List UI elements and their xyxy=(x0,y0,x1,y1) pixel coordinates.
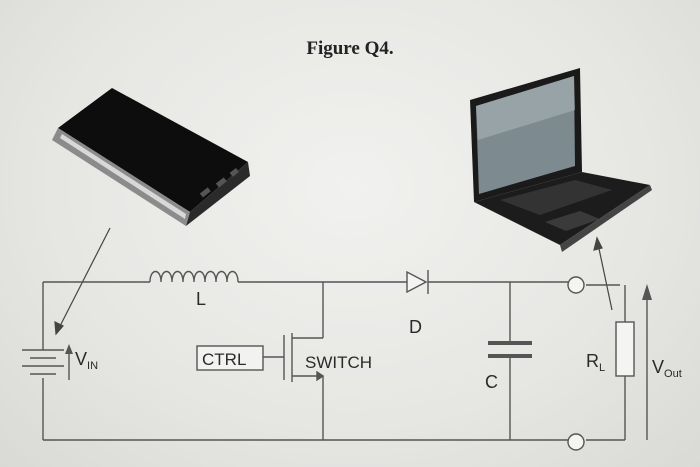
laptop-icon xyxy=(470,68,652,252)
vin-arrow xyxy=(65,344,73,380)
capacitor-label: C xyxy=(485,372,498,392)
ctrl-box xyxy=(196,345,264,371)
figure-title: Figure Q4. xyxy=(306,38,394,59)
power-bank-icon xyxy=(52,88,250,226)
inductor-label: L xyxy=(196,289,206,309)
output-terminal-bottom xyxy=(567,433,585,451)
load-resistor xyxy=(615,321,635,377)
switch-label: SWITCH xyxy=(305,353,372,372)
circuit-wires xyxy=(42,281,626,441)
mosfet-symbol xyxy=(263,330,325,382)
diode-label: D xyxy=(409,317,422,337)
load-label: RL xyxy=(586,351,605,374)
inductor-symbol xyxy=(149,270,239,283)
vout-arrow xyxy=(642,284,652,440)
vin-label: VIN xyxy=(75,349,98,372)
ctrl-label: CTRL xyxy=(202,350,246,369)
vout-label: VOut xyxy=(652,357,682,380)
diode-symbol xyxy=(406,270,429,294)
output-terminal-top xyxy=(567,276,585,294)
capacitor-symbol xyxy=(488,341,532,358)
pointer-arrows xyxy=(54,227,613,336)
battery-symbol xyxy=(22,349,64,375)
